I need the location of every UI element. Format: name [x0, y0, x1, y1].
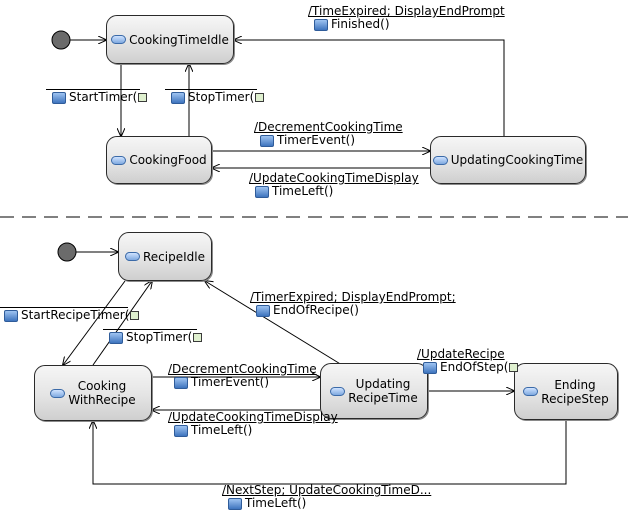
- truncated-icon: [130, 311, 140, 320]
- transition-next-step: [93, 420, 567, 485]
- action-text: /DecrementCookingTime: [254, 120, 403, 134]
- top-initial-pseudostate: [51, 30, 71, 50]
- action-text: /UpdateRecipe: [417, 347, 505, 361]
- state-icon: [330, 386, 346, 396]
- transition-finished: [234, 40, 505, 136]
- label-finished: /TimeExpired; DisplayEndPrompt Finished(…: [308, 5, 505, 31]
- state-label: Cooking WithRecipe: [68, 379, 136, 407]
- truncated-icon: [193, 333, 203, 342]
- label-time-left: /UpdateCookingTimeDisplay TimeLeft(): [249, 172, 419, 198]
- state-icon: [50, 388, 66, 398]
- state-icon: [432, 155, 448, 165]
- state-label: CookingFood: [129, 153, 207, 167]
- trigger-text: StopTimer(: [126, 330, 193, 344]
- truncated-icon: [138, 93, 148, 102]
- state-label: CookingTimeIdle: [129, 32, 229, 47]
- trigger-text: TimeLeft(): [191, 423, 253, 437]
- trigger-icon: [228, 497, 242, 510]
- label-next-step: /NextStep; UpdateCookingTimeD... TimeLef…: [222, 484, 431, 510]
- trigger-text: EndOfStep(: [440, 360, 509, 374]
- action-text: /NextStep; UpdateCookingTimeD...: [222, 483, 432, 497]
- label-start-timer: StartTimer(: [46, 89, 148, 104]
- transition-stop-timer-recipe: [92, 281, 152, 366]
- trigger-text: StartTimer(: [69, 90, 138, 104]
- trigger-icon: [171, 91, 185, 104]
- trigger-text: TimerEvent(): [277, 133, 356, 147]
- trigger-icon: [174, 424, 188, 437]
- trigger-icon: [423, 361, 437, 374]
- trigger-icon: [4, 309, 18, 322]
- trigger-icon: [260, 134, 274, 147]
- action-text: /UpdateCookingTimeDisplay: [249, 171, 419, 185]
- trigger-icon: [256, 304, 270, 317]
- action-text: /UpdateCookingTimeDisplay: [168, 410, 338, 424]
- trigger-text: StopTimer(: [188, 90, 255, 104]
- state-label: Updating RecipeTime: [348, 377, 418, 405]
- trigger-text: StartRecipeTimer(: [21, 308, 130, 322]
- state-recipe-idle[interactable]: RecipeIdle: [118, 232, 212, 281]
- action-underline: [165, 89, 257, 90]
- action-underline: [0, 307, 128, 308]
- trigger-icon: [255, 185, 269, 198]
- state-label: Ending RecipeStep: [541, 377, 609, 406]
- trigger-text: EndOfRecipe(): [273, 303, 359, 317]
- state-icon: [111, 155, 127, 165]
- label-decrement-recipe: /DecrementCookingTime TimerEvent(): [168, 363, 317, 389]
- label-start-recipe-timer: StartRecipeTimer(: [0, 307, 140, 322]
- bottom-initial-pseudostate: [57, 242, 77, 262]
- label-stop-timer-recipe: StopTimer(: [103, 329, 203, 344]
- label-stop-timer: StopTimer(: [165, 89, 265, 104]
- state-icon: [523, 387, 539, 396]
- truncated-icon: [255, 93, 265, 102]
- trigger-text: TimerEvent(): [191, 375, 270, 389]
- truncated-icon: [509, 363, 519, 372]
- trigger-text: Finished(): [331, 17, 390, 31]
- state-ending-recipe-step[interactable]: Ending RecipeStep: [514, 363, 618, 420]
- label-end-of-recipe: /TimerExpired; DisplayEndPrompt; EndOfRe…: [250, 291, 456, 317]
- state-updating-cooking-time[interactable]: UpdatingCookingTime: [430, 136, 586, 184]
- label-time-left-recipe: /UpdateCookingTimeDisplay TimeLeft(): [168, 411, 338, 437]
- trigger-text: TimeLeft(): [245, 496, 307, 510]
- state-cooking-food[interactable]: CookingFood: [106, 136, 212, 184]
- state-label: RecipeIdle: [143, 249, 205, 264]
- action-text: /TimeExpired; DisplayEndPrompt: [308, 4, 505, 18]
- label-decrement: /DecrementCookingTime TimerEvent(): [254, 121, 403, 147]
- trigger-text: TimeLeft(): [272, 184, 334, 198]
- state-cooking-time-idle[interactable]: CookingTimeIdle: [106, 15, 234, 64]
- label-end-of-step: /UpdateRecipe EndOfStep(: [417, 347, 519, 374]
- state-icon: [111, 35, 127, 44]
- trigger-icon: [109, 331, 123, 344]
- state-cooking-with-recipe[interactable]: Cooking WithRecipe: [34, 365, 152, 421]
- action-text: /DecrementCookingTime: [168, 362, 317, 376]
- trigger-icon: [314, 18, 328, 31]
- state-icon: [125, 252, 140, 261]
- transition-start-recipe-timer: [63, 280, 126, 365]
- state-updating-recipe-time[interactable]: Updating RecipeTime: [320, 363, 428, 419]
- transition-end-of-recipe: [205, 281, 343, 366]
- action-text: /TimerExpired; DisplayEndPrompt;: [250, 290, 456, 304]
- trigger-icon: [52, 91, 66, 104]
- action-underline: [103, 329, 197, 330]
- state-label: UpdatingCookingTime: [450, 153, 584, 167]
- action-underline: [46, 89, 140, 90]
- trigger-icon: [174, 376, 188, 389]
